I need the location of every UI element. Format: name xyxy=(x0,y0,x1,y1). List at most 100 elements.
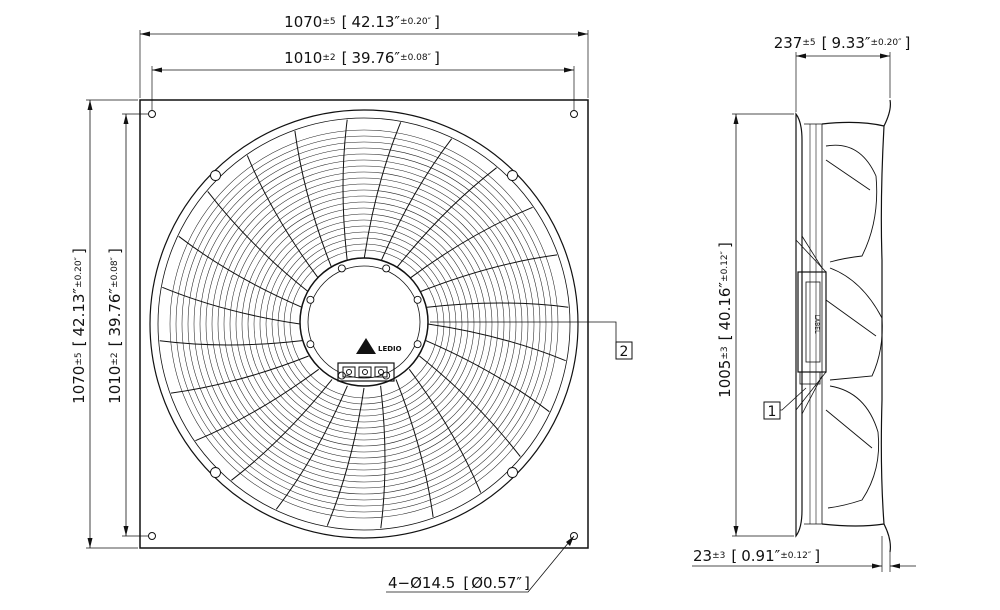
mounting-plate xyxy=(139,99,589,549)
side-guard-struts xyxy=(795,235,827,415)
shroud-outer-ring xyxy=(149,109,579,539)
side-view: LABEL 1 237±5[9.33″±0.20″] xyxy=(692,34,916,572)
callout-1: 1 xyxy=(763,387,807,420)
guard-spoke xyxy=(159,340,303,346)
dim-depth: 237±5[9.33″±0.20″] xyxy=(774,34,911,112)
guard-spoke xyxy=(162,286,301,325)
side-housing-outline xyxy=(795,112,803,538)
guard-spoke xyxy=(380,385,386,529)
guard-clip xyxy=(210,170,221,181)
overall-width-imperial: 42.13″ xyxy=(351,13,400,31)
guard-ring xyxy=(271,231,457,417)
callout-2: 2 xyxy=(430,321,633,360)
guard-spoke xyxy=(395,379,434,518)
mounting-hole xyxy=(148,110,156,118)
guard-clip xyxy=(210,467,221,478)
guard-spoke xyxy=(231,379,333,481)
guard-ring xyxy=(277,237,451,411)
guard-ring xyxy=(205,165,523,483)
svg-text:23±3[0.91″±0.12″]: 23±3[0.91″±0.12″] xyxy=(693,547,820,565)
guard-spoke xyxy=(326,387,365,526)
depth-imperial: 9.33″ xyxy=(831,34,870,52)
svg-text:1010±2[39.76″±0.08″]: 1010±2[39.76″±0.08″] xyxy=(284,49,440,67)
hub-bolt xyxy=(382,264,391,273)
guard-ring xyxy=(235,195,493,453)
guard-ring xyxy=(289,249,439,399)
guard-ring xyxy=(241,201,487,447)
overall-height-imperial-tol: ±0.20″ xyxy=(74,256,84,288)
guard-clip xyxy=(507,467,518,478)
terminal-box xyxy=(337,362,395,382)
dim-mounting-holes: 4−Ø14.5[Ø0.57″] xyxy=(386,535,575,593)
overall-height-value: 1070 xyxy=(70,366,88,404)
guard-ring xyxy=(199,159,529,489)
guard-spoke xyxy=(395,167,497,269)
guard-ring xyxy=(169,129,559,519)
guard-ring xyxy=(223,183,505,465)
motor-hub-inner xyxy=(307,265,421,379)
guard-spoke xyxy=(427,323,566,362)
mounting-hole xyxy=(148,532,156,540)
holes-imperial: Ø0.57″ xyxy=(471,574,522,592)
svg-text:1010±2[39.76″±0.08″]: 1010±2[39.76″±0.08″] xyxy=(106,248,124,404)
guard-spoke xyxy=(178,235,303,308)
guard-spoke xyxy=(195,368,319,442)
dim-overall-height: 1070±5[42.13″±0.20″] xyxy=(70,99,138,549)
overall-width-imperial-tol: ±0.20″ xyxy=(400,17,432,27)
front-view: LEDIO 2 1070±5[42.13″±0.20″] xyxy=(70,13,633,593)
depth-imperial-tol: ±0.20″ xyxy=(870,38,902,48)
guard-spoke xyxy=(425,302,569,308)
svg-text:1005±3[40.16″±0.12″]: 1005±3[40.16″±0.12″] xyxy=(716,242,734,398)
dim-plate-offset: 23±3[0.91″±0.12″] xyxy=(692,536,916,572)
guard-spokes xyxy=(159,119,569,529)
hole-width-imperial: 39.76″ xyxy=(351,49,400,67)
guard-spoke xyxy=(294,130,333,269)
motor-hub xyxy=(299,257,429,387)
hub-bolts xyxy=(306,264,422,380)
mounting-hole xyxy=(570,110,578,118)
callout-2-box xyxy=(615,341,633,360)
overall-height-imperial: 42.13″ xyxy=(70,288,88,337)
guard-ring xyxy=(217,177,511,471)
guard-spoke xyxy=(275,385,348,510)
callout-2-number: 2 xyxy=(620,344,629,360)
guard-ring xyxy=(283,243,445,405)
plate-offset-imperial: 0.91″ xyxy=(741,547,780,565)
hole-height-imperial-tol: ±0.08″ xyxy=(110,256,120,288)
dim-hole-width: 1010±2[39.76″±0.08″] xyxy=(151,49,575,110)
guard-ring xyxy=(259,219,469,429)
logo-triangle-icon xyxy=(356,338,376,354)
guard-spoke xyxy=(380,138,453,263)
plate-offset-tol: ±3 xyxy=(712,551,725,561)
overall-width-tol: ±5 xyxy=(322,17,335,27)
guard-clip xyxy=(507,170,518,181)
hole-width-imperial-tol: ±0.08″ xyxy=(400,53,432,63)
plate-offset-imperial-tol: ±0.12″ xyxy=(780,551,812,561)
guard-ring xyxy=(193,153,535,495)
guard-spoke xyxy=(207,191,309,293)
overall-height-tol: ±5 xyxy=(74,352,84,365)
depth-value: 237 xyxy=(774,34,803,52)
callout-1-box xyxy=(763,401,781,420)
hole-height-value: 1010 xyxy=(106,366,124,404)
depth-tol: ±5 xyxy=(802,38,815,48)
side-height-value: 1005 xyxy=(716,360,734,398)
hole-width-value: 1010 xyxy=(284,49,322,67)
svg-text:237±5[9.33″±0.20″]: 237±5[9.33″±0.20″] xyxy=(774,34,911,52)
holes-label: 4−Ø14.5 xyxy=(388,574,455,592)
hole-height-imperial: 39.76″ xyxy=(106,288,124,337)
hub-bolt xyxy=(306,295,315,304)
guard-rings xyxy=(169,129,559,519)
mounting-holes xyxy=(148,110,578,540)
guard-spoke xyxy=(419,254,558,293)
dim-side-height: 1005±3[40.16″±0.12″] xyxy=(716,113,794,537)
hub-bolt xyxy=(337,371,346,380)
motor-label-text: LABEL xyxy=(813,315,820,334)
guard-spoke xyxy=(170,355,309,394)
svg-text:1070±5[42.13″±0.20″]: 1070±5[42.13″±0.20″] xyxy=(284,13,440,31)
guard-clips xyxy=(210,170,518,478)
svg-text:4−Ø14.5[Ø0.57″]: 4−Ø14.5[Ø0.57″] xyxy=(388,574,530,592)
guard-ring xyxy=(187,147,541,501)
hub-bolt xyxy=(413,295,422,304)
